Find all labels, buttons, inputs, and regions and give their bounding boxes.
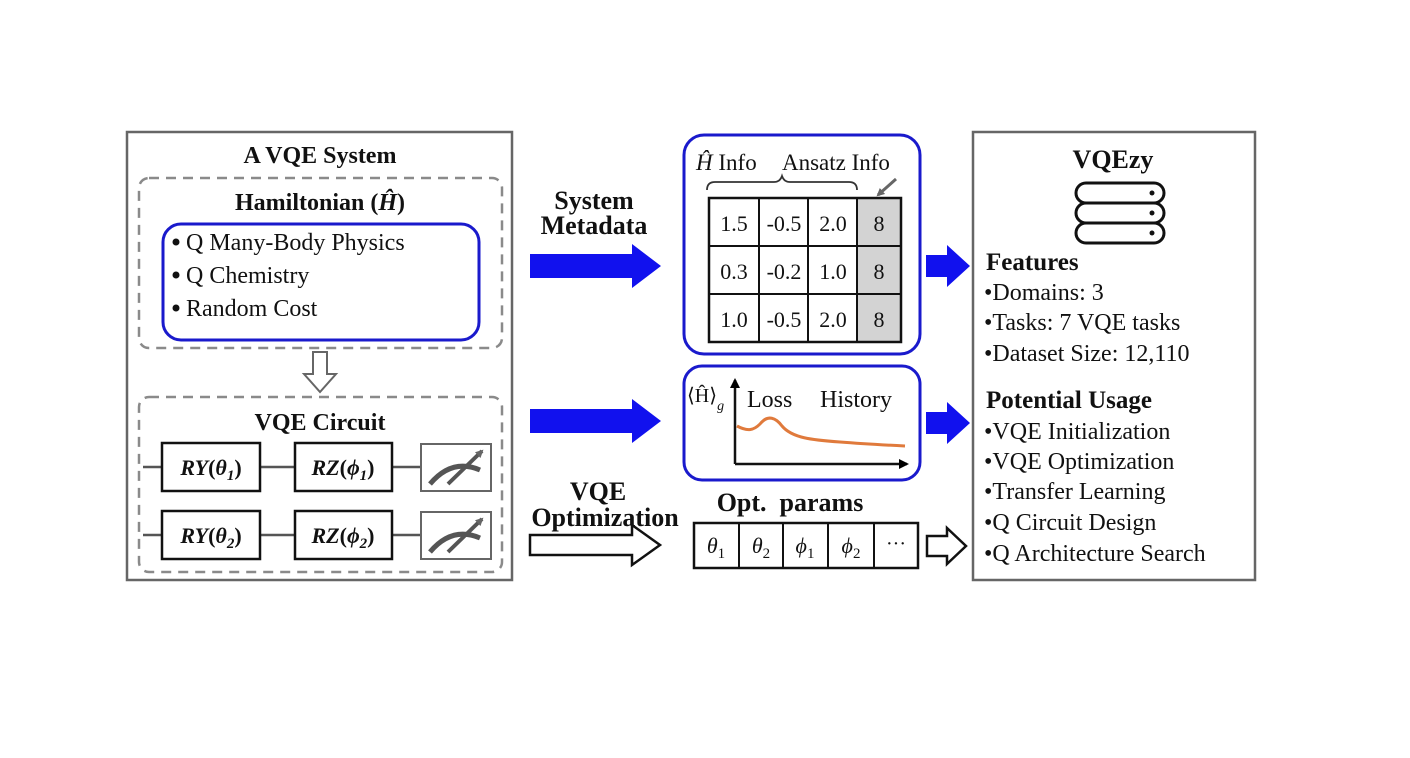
ansatz-info-label: Ansatz Info xyxy=(782,150,890,175)
table-cell: 2.0 xyxy=(819,307,847,332)
features-title: Features xyxy=(986,249,1079,276)
loss-label: Loss xyxy=(747,387,792,413)
table-cell: 1.0 xyxy=(720,307,748,332)
param-cell: ··· xyxy=(886,533,906,555)
vqezy-panel: VQEzy Features •Domains: 3 •Tasks: 7 VQE… xyxy=(971,130,1257,582)
opt-params-group: Opt. params θ1 θ2 ϕ1 ϕ2 ··· xyxy=(692,488,920,570)
ry-gate-label: RY(θ1) xyxy=(179,455,241,484)
table-cell: 1.0 xyxy=(819,259,847,284)
metadata-panel: Ĥ Info Ansatz Info 1.5 -0.5 2.0 8 0.3 -0… xyxy=(682,133,922,356)
rz-gate xyxy=(293,509,394,561)
hollow-right-arrow xyxy=(925,525,968,567)
vqe-optimization-label-line2: Optimization xyxy=(531,503,679,532)
usage-item: •VQE Optimization xyxy=(984,449,1174,475)
bullet-dot xyxy=(172,304,180,312)
history-label: History xyxy=(820,387,892,413)
bullet-dot xyxy=(172,238,180,246)
blue-arrow xyxy=(530,244,661,288)
circuit-row: RY(θ1) RZ(ϕ1) xyxy=(143,441,492,493)
metadata-table: 1.5 -0.5 2.0 8 0.3 -0.2 1.0 8 1.0 -0.5 2… xyxy=(707,196,903,344)
hamiltonian-title: Hamiltonian (Ĥ) xyxy=(235,189,405,216)
hamiltonian-items-box xyxy=(161,222,481,342)
measurement-icon xyxy=(420,443,492,492)
param-cell: θ2 xyxy=(752,533,770,562)
ry-gate xyxy=(160,441,262,493)
measurement-icon xyxy=(420,511,492,560)
ansatz-pointer-arrow xyxy=(876,177,897,197)
vqe-system-panel: A VQE System Hamiltonian (Ĥ) Q Many-Body… xyxy=(125,130,514,582)
circuit-row: RY(θ2) RZ(ϕ2) xyxy=(143,509,492,561)
loss-y-label: ⟨Ĥ⟩g xyxy=(687,384,724,414)
table-cell: -0.5 xyxy=(767,211,802,236)
brace xyxy=(706,173,858,191)
usage-item: •Q Architecture Search xyxy=(984,541,1206,567)
system-metadata-arrow-group: System Metadata xyxy=(530,186,661,288)
param-cell: ϕ1 xyxy=(796,533,815,562)
usage-title: Potential Usage xyxy=(986,387,1152,414)
vqe-optimization-label-line1: VQE xyxy=(570,477,626,506)
hollow-down-arrow xyxy=(301,351,339,394)
hamiltonian-item-list: Q Many-Body Physics Q Chemistry Random C… xyxy=(172,230,405,322)
opt-params-title: Opt. params xyxy=(717,488,864,517)
table-cell: 0.3 xyxy=(720,259,748,284)
hamiltonian-item: Random Cost xyxy=(186,296,318,322)
blue-arrow xyxy=(926,402,970,444)
vqe-optimization-arrow-group: VQE Optimization xyxy=(528,477,679,568)
hollow-right-arrow xyxy=(528,522,663,568)
hamiltonian-dashed-box xyxy=(137,176,504,350)
table-cell: -0.5 xyxy=(767,307,802,332)
feature-item: •Dataset Size: 12,110 xyxy=(984,341,1189,367)
blue-arrow xyxy=(530,399,661,443)
hamiltonian-item: Q Many-Body Physics xyxy=(186,230,405,256)
loss-history-panel: ⟨Ĥ⟩g Loss History xyxy=(682,364,922,482)
table-cell: 1.5 xyxy=(720,211,748,236)
blue-arrow xyxy=(926,245,970,287)
param-cell: θ1 xyxy=(707,533,725,562)
usage-item: •VQE Initialization xyxy=(984,419,1170,445)
system-metadata-label-line1: System xyxy=(554,186,634,215)
rz-gate-label: RZ(ϕ2) xyxy=(310,523,374,552)
vqezy-title: VQEzy xyxy=(1073,145,1154,174)
table-cell: -0.2 xyxy=(767,259,802,284)
feature-item: •Tasks: 7 VQE tasks xyxy=(984,310,1180,336)
loss-curve xyxy=(736,416,906,448)
hamiltonian-item: Q Chemistry xyxy=(186,263,309,289)
bullet-dot xyxy=(172,271,180,279)
rz-gate-label: RZ(ϕ1) xyxy=(310,455,374,484)
circuit-title: VQE Circuit xyxy=(255,410,386,436)
param-cell: ϕ2 xyxy=(842,533,861,562)
feature-item: •Domains: 3 xyxy=(984,280,1104,306)
ry-gate-label: RY(θ2) xyxy=(179,523,241,552)
usage-item: •Transfer Learning xyxy=(984,479,1165,505)
table-cell: 2.0 xyxy=(819,211,847,236)
rz-gate xyxy=(293,441,394,493)
h-info-label: Ĥ Info xyxy=(695,150,757,175)
database-icon xyxy=(1074,181,1166,245)
usage-item: •Q Circuit Design xyxy=(984,510,1156,536)
circuit-dashed-box xyxy=(137,395,504,574)
ry-gate xyxy=(160,509,262,561)
table-cell: 8 xyxy=(874,211,885,236)
vqe-system-title: A VQE System xyxy=(244,143,397,169)
table-cell: 8 xyxy=(874,307,885,332)
table-cell: 8 xyxy=(874,259,885,284)
system-metadata-label-line2: Metadata xyxy=(541,211,648,240)
